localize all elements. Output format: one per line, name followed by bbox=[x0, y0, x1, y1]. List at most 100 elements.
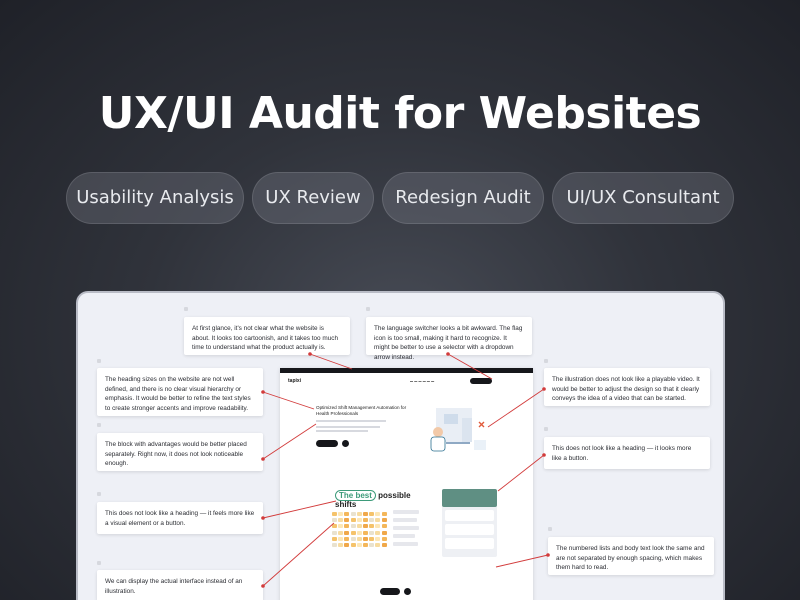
schedule-cell bbox=[363, 543, 368, 547]
schedule-cell bbox=[338, 524, 344, 529]
schedule-cell bbox=[332, 524, 337, 529]
list-item bbox=[393, 542, 418, 546]
schedule-cell bbox=[381, 524, 387, 529]
tag-ui-ux-consultant[interactable]: UI/UX Consultant bbox=[552, 172, 734, 224]
advantages-line bbox=[316, 420, 386, 422]
note-language-switcher: The language switcher looks a bit awkwar… bbox=[366, 317, 532, 361]
schedule-cell bbox=[350, 518, 356, 523]
schedule-cell bbox=[363, 512, 368, 516]
schedule-cell bbox=[338, 518, 344, 523]
note-illustration-video: The illustration does not look like a pl… bbox=[544, 368, 710, 406]
schedule-cell bbox=[363, 524, 368, 529]
schedule-cell bbox=[332, 512, 337, 516]
schedule-cell bbox=[338, 530, 344, 535]
note-pin bbox=[184, 307, 188, 311]
panel-row bbox=[445, 524, 494, 535]
schedule-cell bbox=[369, 536, 375, 541]
schedule-cell bbox=[332, 536, 337, 541]
list-item bbox=[393, 526, 419, 530]
panel-row bbox=[445, 510, 494, 521]
list-item bbox=[393, 518, 417, 522]
schedule-cell bbox=[344, 530, 350, 535]
schedule-cell bbox=[369, 512, 375, 516]
schedule-cell bbox=[344, 518, 350, 523]
play-icon[interactable] bbox=[342, 440, 349, 447]
schedule-cell bbox=[369, 524, 375, 529]
schedule-cell bbox=[375, 530, 381, 535]
schedule-cell bbox=[356, 524, 362, 529]
site-nav: ▬ ▬ ▬ ▬ ▬ ▬ bbox=[410, 379, 435, 383]
tag-ux-review[interactable]: UX Review bbox=[252, 172, 374, 224]
schedule-cell bbox=[338, 512, 344, 516]
benefits-panel bbox=[442, 489, 497, 557]
note-heading-button-1: This does not look like a heading — it l… bbox=[544, 437, 710, 469]
schedule-cell bbox=[369, 518, 375, 523]
schedule-cell bbox=[350, 536, 356, 541]
section-heading: The best possible shifts bbox=[335, 490, 419, 509]
site-headline: Optimized Shift Management Automation fo… bbox=[316, 405, 407, 416]
schedule-cell bbox=[344, 543, 350, 547]
note-heading-sizes: The heading sizes on the website are not… bbox=[97, 368, 263, 416]
schedule-cell bbox=[363, 536, 368, 541]
section-heading-rest: possible shifts bbox=[335, 491, 411, 509]
tag-list: Usability Analysis UX Review Redesign Au… bbox=[0, 172, 800, 224]
schedule-cell bbox=[350, 530, 356, 535]
schedule-cell bbox=[350, 543, 356, 547]
site-login-button[interactable] bbox=[470, 378, 492, 384]
note-heading-button-2: This does not look like a heading — it f… bbox=[97, 502, 263, 534]
page-title: UX/UI Audit for Websites bbox=[98, 88, 702, 139]
note-pin bbox=[97, 492, 101, 496]
schedule-cell bbox=[356, 518, 362, 523]
schedule-cell bbox=[375, 518, 381, 523]
note-pin bbox=[366, 307, 370, 311]
note-pin bbox=[544, 427, 548, 431]
list-item bbox=[393, 510, 419, 514]
schedule-cell bbox=[344, 524, 350, 529]
play-icon[interactable] bbox=[404, 588, 411, 595]
website-mockup: tapixi ▬ ▬ ▬ ▬ ▬ ▬ Optimized Shift Manag… bbox=[280, 368, 533, 600]
note-lists-spacing: The numbered lists and body text look th… bbox=[548, 537, 714, 575]
arrow-line bbox=[309, 353, 353, 370]
schedule-cell bbox=[332, 530, 337, 535]
site-cta-button[interactable] bbox=[316, 440, 338, 447]
body-line bbox=[316, 430, 368, 432]
schedule-cell bbox=[381, 530, 387, 535]
schedule-cell bbox=[381, 512, 387, 516]
announcement-bar bbox=[280, 368, 533, 373]
schedule-illustration bbox=[332, 509, 390, 549]
schedule-cell bbox=[369, 530, 375, 535]
schedule-cell bbox=[356, 512, 362, 516]
schedule-cell bbox=[356, 536, 362, 541]
schedule-cell bbox=[344, 536, 350, 541]
schedule-cell bbox=[350, 524, 356, 529]
schedule-cell bbox=[332, 518, 337, 523]
audit-card: tapixi ▬ ▬ ▬ ▬ ▬ ▬ Optimized Shift Manag… bbox=[76, 291, 725, 600]
note-advantages-block: The block with advantages would be bette… bbox=[97, 433, 263, 471]
schedule-cell bbox=[375, 543, 381, 547]
schedule-cell bbox=[369, 543, 375, 547]
schedule-cell bbox=[363, 530, 368, 535]
tag-redesign-audit[interactable]: Redesign Audit bbox=[382, 172, 544, 224]
tag-usability-analysis[interactable]: Usability Analysis bbox=[66, 172, 244, 224]
schedule-cell bbox=[375, 512, 381, 516]
schedule-cell bbox=[338, 536, 344, 541]
panel-row bbox=[445, 538, 494, 549]
site-logo: tapixi bbox=[288, 378, 302, 384]
note-pin bbox=[97, 359, 101, 363]
note-unclear-purpose: At first glance, it's not clear what the… bbox=[184, 317, 350, 355]
schedule-cell bbox=[356, 530, 362, 535]
section-heading-accent: The best bbox=[335, 490, 376, 501]
note-pin bbox=[97, 423, 101, 427]
note-pin bbox=[544, 359, 548, 363]
list-item bbox=[393, 534, 415, 538]
schedule-cell bbox=[381, 543, 387, 547]
schedule-cell bbox=[356, 543, 362, 547]
site-cta-button-2[interactable] bbox=[380, 588, 400, 595]
panel-header bbox=[442, 489, 497, 507]
note-pin bbox=[97, 561, 101, 565]
note-actual-interface: We can display the actual interface inst… bbox=[97, 570, 263, 600]
body-line bbox=[316, 426, 380, 428]
schedule-cell bbox=[381, 536, 387, 541]
schedule-cell bbox=[332, 543, 337, 547]
schedule-cell bbox=[344, 512, 350, 516]
